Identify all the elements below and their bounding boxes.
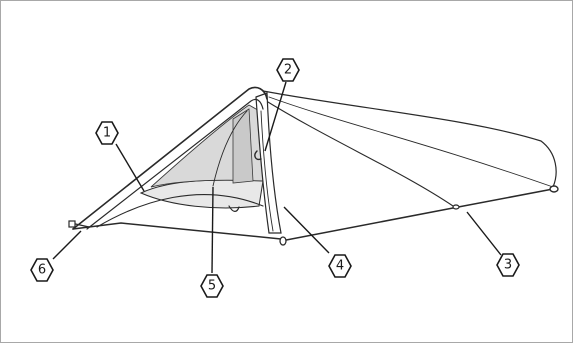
callout-number-3: 3: [504, 258, 512, 273]
rear-stake-loop: [549, 185, 559, 193]
front-door-fold: [260, 110, 274, 232]
tent-fly-tail: [262, 90, 557, 188]
tent-pole-arch: [72, 86, 268, 230]
tent-ground-line-front: [72, 222, 282, 240]
tent-fly-seam: [268, 96, 554, 188]
callout-leader-6: [52, 230, 82, 260]
callout-6: 6: [30, 258, 54, 282]
callout-leader-1: [115, 143, 145, 192]
callout-number-5: 5: [208, 279, 216, 294]
tent-pole-arch-inner: [86, 98, 264, 230]
tent-fly-lower-edge: [262, 98, 454, 207]
callout-hexagon: [328, 254, 352, 278]
front-stake-buckle: [68, 220, 76, 228]
callout-leaders: [52, 81, 502, 274]
tent-ground-line-rear: [280, 188, 554, 242]
callout-leader-5: [211, 186, 214, 274]
apex-clip: [254, 150, 262, 161]
callout-4: 4: [328, 254, 352, 278]
callout-number-4: 4: [336, 259, 344, 274]
side-stake-loop: [452, 204, 460, 210]
inner-door-toggle: [228, 205, 240, 212]
callout-hexagon: [200, 274, 224, 298]
callout-hexagon: [95, 121, 119, 145]
callout-leader-4: [283, 206, 330, 254]
callout-number-6: 6: [38, 263, 46, 278]
inner-tent-floor: [139, 179, 264, 209]
callout-number-2: 2: [284, 63, 292, 78]
callout-hexagon: [496, 253, 520, 277]
front-fly-edge: [96, 194, 264, 228]
callout-1: 1: [95, 121, 119, 145]
callout-leader-3: [466, 211, 502, 256]
door-stake-loop: [279, 236, 287, 246]
callout-leader-2: [264, 81, 287, 152]
inner-tent-panel: [232, 108, 254, 184]
callout-5: 5: [200, 274, 224, 298]
callout-hexagon: [30, 258, 54, 282]
callout-2: 2: [276, 58, 300, 82]
tent-illustration: [68, 86, 559, 246]
callout-hexagon: [276, 58, 300, 82]
callout-number-1: 1: [103, 126, 111, 141]
inner-tent-doorway: [212, 110, 248, 187]
callout-3: 3: [496, 253, 520, 277]
